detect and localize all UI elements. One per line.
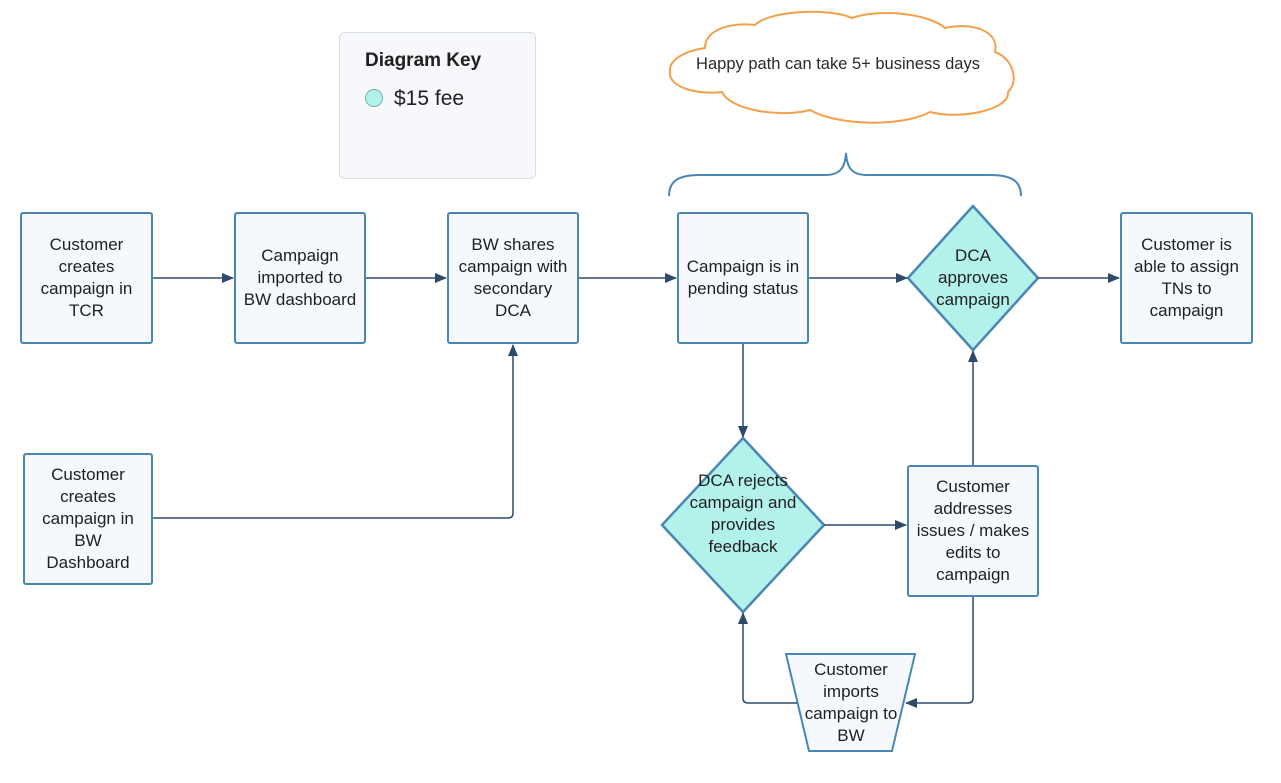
node-campaign-imported: Campaign imported to BW dashboard — [234, 212, 366, 344]
node-bw-shares: BW shares campaign with secondary DCA — [447, 212, 579, 344]
annotation-cloud — [668, 10, 1015, 124]
label-dca-approves: DCA approves campaign — [936, 246, 1010, 309]
arrow-bwdash-to-shares — [153, 344, 518, 519]
node-customer-addresses: Customer addresses issues / makes edits … — [907, 465, 1039, 597]
diagram-key-title: Diagram Key — [365, 50, 482, 71]
node-customer-creates-tcr: Customer creates campaign in TCR — [20, 212, 153, 344]
fee-label: $15 fee — [394, 87, 465, 110]
node-customer-creates-bw: Customer creates campaign in BW Dashboar… — [23, 453, 153, 585]
fee-swatch — [365, 89, 383, 107]
label-customer-imports: Customer imports campaign to BW — [804, 660, 898, 745]
customer-imports-trapezoid — [784, 653, 917, 752]
node-pending-status: Campaign is in pending status — [677, 212, 809, 344]
node-assign-tns: Customer is able to assign TNs to campai… — [1120, 212, 1253, 344]
arrow-addresses-to-imports — [905, 597, 974, 708]
label-dca-rejects: DCA rejects campaign and provides feedba… — [689, 471, 797, 556]
arrow-imports-to-rejects — [738, 612, 797, 704]
happy-path-brace — [668, 152, 1022, 197]
annotation-text: Happy path can take 5+ business days — [696, 55, 980, 73]
